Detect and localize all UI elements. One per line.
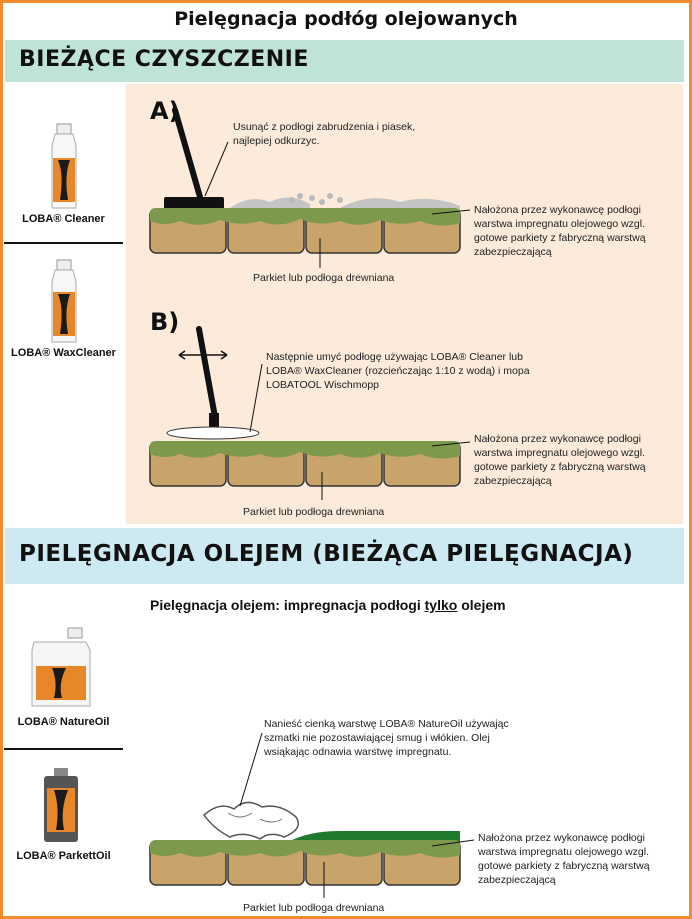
bottle-icon	[51, 123, 77, 209]
section-heading-cleaning: BIEŻĄCE CZYSZCZENIE	[5, 40, 684, 82]
instruction-line: Usunąć z podłogi zabrudzenia i piasek,	[233, 121, 416, 133]
product-label-cleaner: LOBA® Cleaner	[22, 213, 105, 225]
layer-note-a: Nałożona przez wykonawcę podłogi warstwa…	[474, 203, 646, 259]
vacuum-icon	[164, 107, 224, 209]
layer-note-line: Nałożona przez wykonawcę podłogi	[474, 204, 641, 216]
product-label-parkettoil: LOBA® ParkettOil	[16, 850, 111, 862]
section-heading-text: BIEŻĄCE CZYSZCZENIE	[19, 47, 309, 72]
step-a-instruction: Usunąć z podłogi zabrudzenia i piasek, n…	[233, 120, 415, 148]
instruction-line: LOBA® WaxCleaner (rozcieńczając 1:10 z w…	[266, 365, 530, 377]
bottle-icon	[51, 259, 77, 343]
step-b-label: B)	[150, 308, 180, 336]
product-label-waxcleaner: LOBA® WaxCleaner	[11, 347, 116, 359]
floor-label-oil: Parkiet lub podłoga drewniana	[243, 902, 385, 914]
product-divider	[4, 748, 123, 750]
layer-note-line: gotowe parkiety z fabryczną warstwą	[474, 232, 646, 244]
layer-note-line: Nałożona przez wykonawcę podłogi	[478, 832, 645, 844]
instruction-line: wsiąkając odnawia warstwę impregnatu.	[264, 746, 452, 758]
layer-note-line: Nałożona przez wykonawcę podłogi	[474, 433, 641, 445]
product-label-natureoil: LOBA® NatureOil	[17, 716, 110, 728]
instruction-line: LOBATOOL Wischmopp	[266, 379, 380, 391]
cloth-icon	[202, 801, 299, 840]
product-divider	[4, 242, 123, 244]
layer-note-line: warstwa impregnatu olejowego wzgl.	[474, 447, 645, 459]
layer-note-b: Nałożona przez wykonawcę podłogi warstwa…	[474, 432, 646, 488]
page-title: Pielęgnacja podłóg olejowanych	[174, 8, 518, 30]
floor-section-b	[149, 441, 461, 487]
floor-label-b: Parkiet lub podłoga drewniana	[243, 506, 385, 518]
step-b-instruction: Następnie umyć podłogę używając LOBA® Cl…	[266, 350, 530, 392]
can-icon	[44, 768, 78, 842]
layer-note-oil: Nałożona przez wykonawcę podłogi warstwa…	[478, 831, 650, 887]
layer-note-line: zabezpieczającą	[474, 475, 552, 487]
layer-note-line: warstwa impregnatu olejowego wzgl.	[478, 846, 649, 858]
oil-step-instruction: Nanieść cienką warstwę LOBA® NatureOil u…	[264, 717, 509, 759]
instruction-line: Nanieść cienką warstwę LOBA® NatureOil u…	[264, 718, 509, 730]
section-heading-oil-care: PIELĘGNACJA OLEJEM (BIEŻĄCA PIELĘGNACJA)	[5, 528, 684, 584]
layer-note-line: zabezpieczającą	[478, 874, 556, 886]
section-heading-text: PIELĘGNACJA OLEJEM (BIEŻĄCA PIELĘGNACJA)	[19, 541, 634, 567]
layer-note-line: gotowe parkiety z fabryczną warstwą	[474, 461, 646, 473]
instruction-line: szmatki nie pozostawiającej smug i włóki…	[264, 732, 490, 744]
mop-icon	[166, 326, 260, 440]
layer-note-line: warstwa impregnatu olejowego wzgl.	[474, 218, 645, 230]
oil-care-subheading: Pielęgnacja olejem: impregnacja podłogi …	[150, 597, 506, 613]
subheading-text: Pielęgnacja olejem: impregnacja podłogi	[150, 597, 425, 613]
instruction-line: najlepiej odkurzyc.	[233, 135, 320, 147]
instruction-line: Następnie umyć podłogę używając LOBA® Cl…	[266, 351, 523, 363]
dirt-particles-icon	[230, 193, 460, 210]
layer-note-line: gotowe parkiety z fabryczną warstwą	[478, 860, 650, 872]
subheading-emphasis: tylko	[424, 597, 458, 613]
floor-label-a: Parkiet lub podłoga drewniana	[253, 272, 395, 284]
floor-section-oil	[149, 831, 461, 886]
canister-icon	[31, 627, 91, 707]
layer-note-line: zabezpieczającą	[474, 246, 552, 258]
subheading-text: olejem	[457, 597, 506, 613]
floor-section-a	[149, 208, 461, 254]
